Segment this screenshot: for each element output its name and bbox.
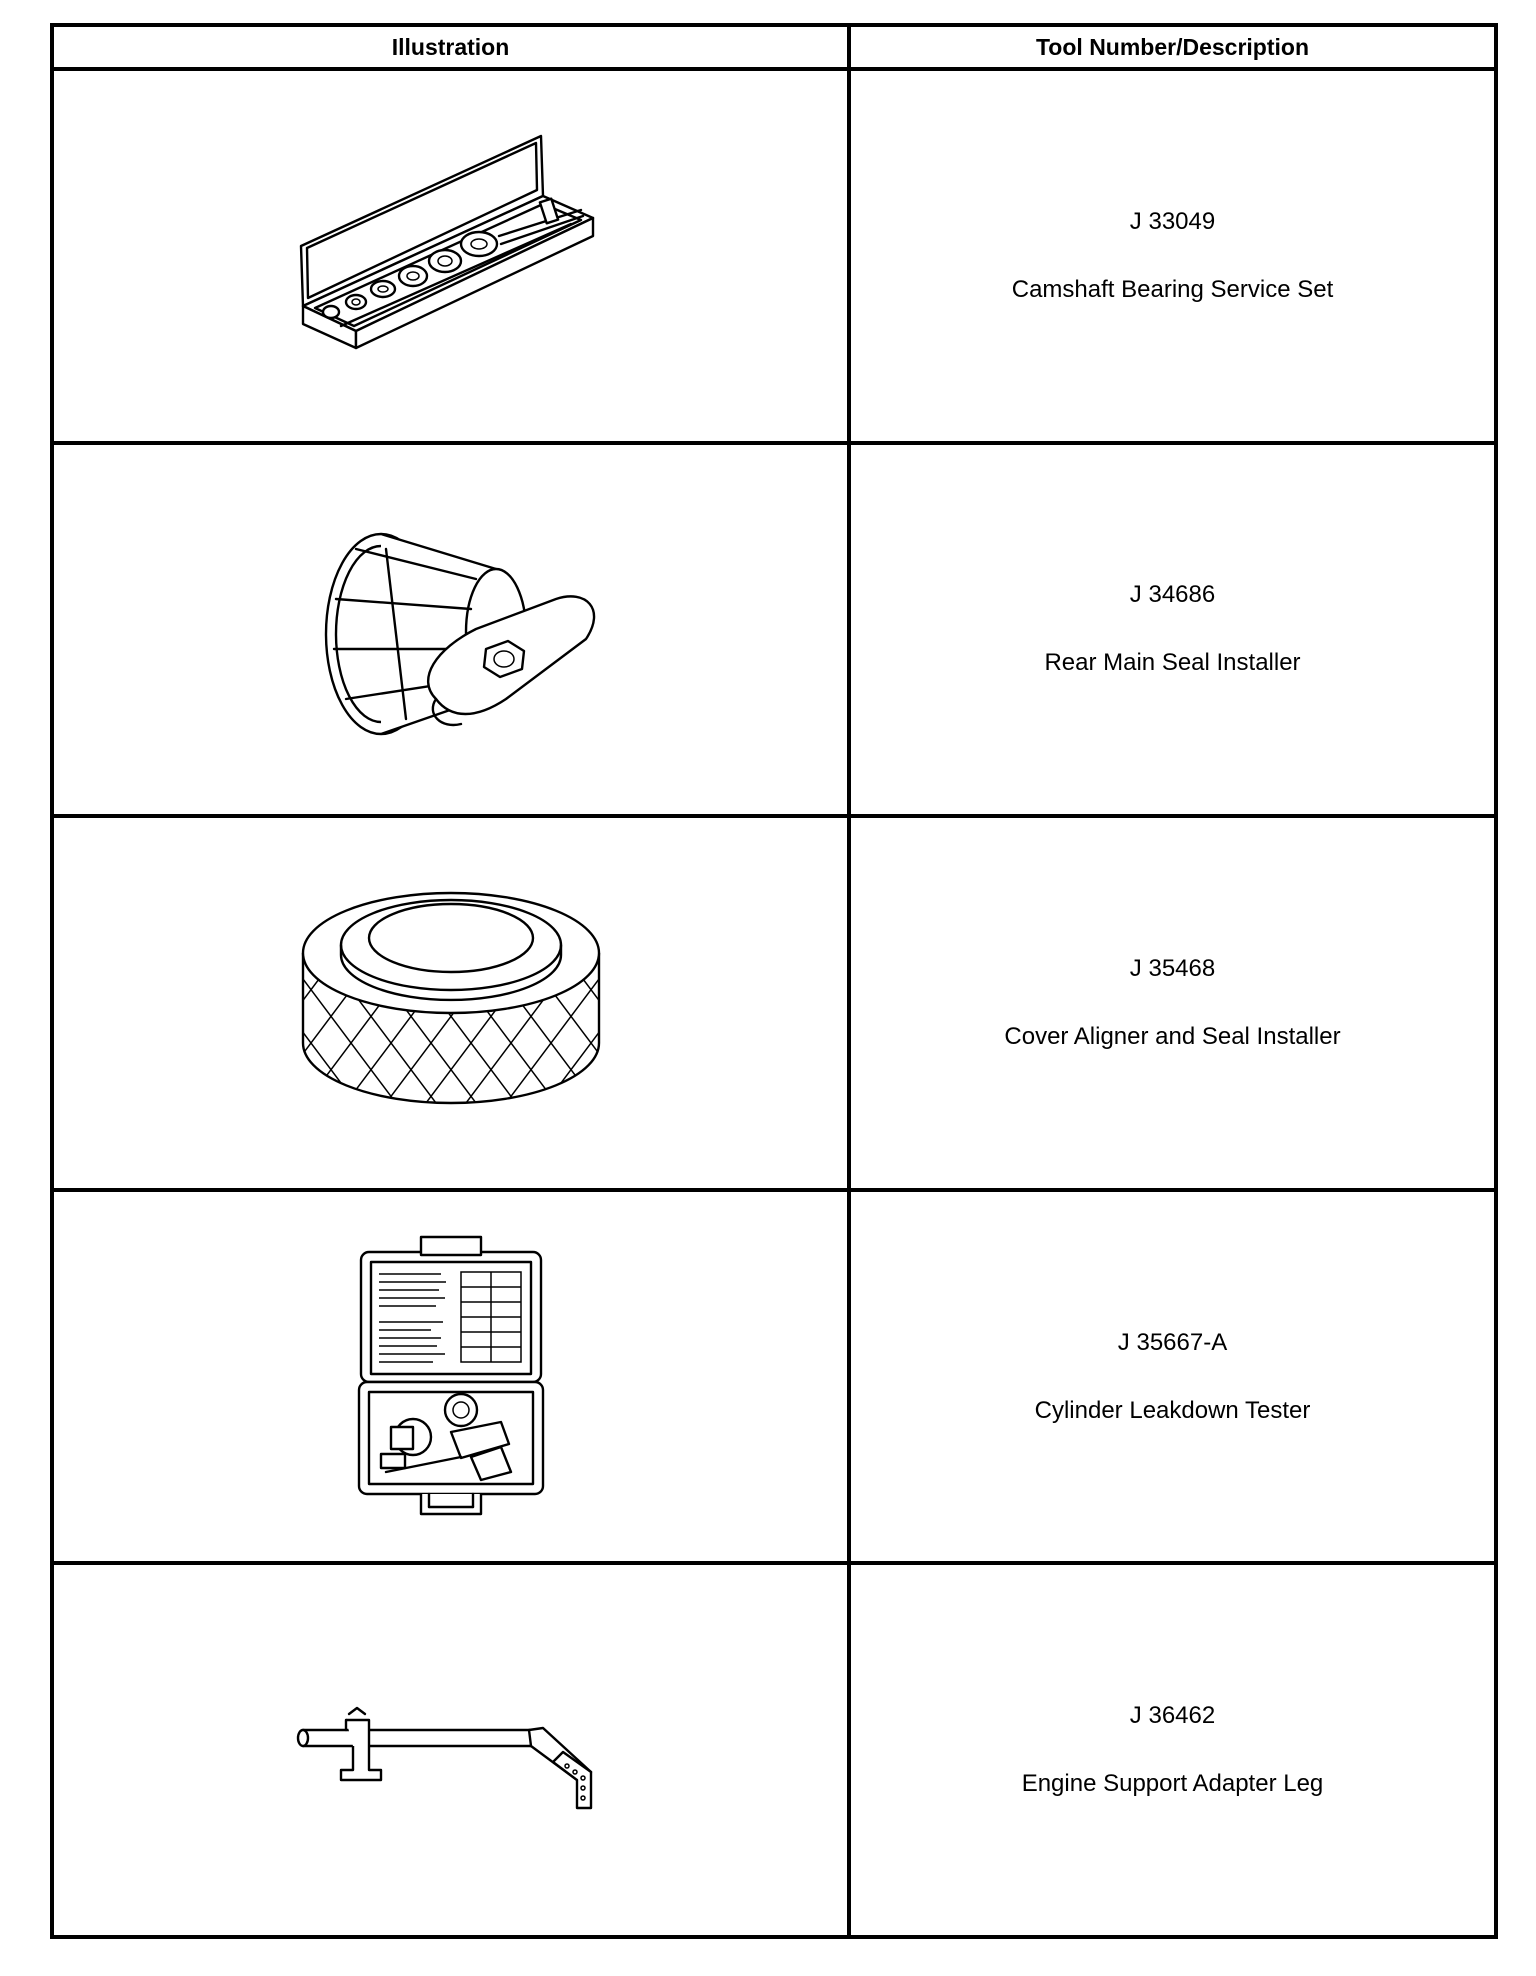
illustration-cell (54, 1565, 851, 1935)
tool-description: Cover Aligner and Seal Installer (1004, 1022, 1341, 1050)
table-header-row: Illustration Tool Number/Description (54, 27, 1494, 71)
illustration-cell (54, 1191, 851, 1562)
tool-number: J 36462 (1129, 1702, 1216, 1730)
table-row: J 34686 Rear Main Seal Installer (54, 444, 1494, 819)
tool-description: Engine Support Adapter Leg (1021, 1770, 1324, 1798)
cylinder-leakdown-tester-icon (357, 1235, 544, 1515)
camshaft-bearing-service-set-icon (299, 134, 594, 349)
tool-number: J 35667-A (1117, 1328, 1228, 1356)
engine-support-adapter-leg-icon (296, 1706, 592, 1810)
tool-number: J 33049 (1129, 207, 1216, 235)
illustration-cell (54, 71, 851, 441)
table-row: J 35667-A Cylinder Leakdown Tester (54, 1191, 1494, 1566)
table-row: J 33049 Camshaft Bearing Service Set (54, 71, 1494, 445)
table-row: J 36462 Engine Support Adapter Leg (54, 1565, 1494, 1935)
table-row: J 35468 Cover Aligner and Seal Installer (54, 818, 1494, 1192)
tool-number: J 34686 (1129, 581, 1216, 609)
tool-number: J 35468 (1129, 954, 1216, 982)
cover-aligner-seal-installer-icon (301, 891, 600, 1105)
tool-description-cell: J 35468 Cover Aligner and Seal Installer (851, 818, 1494, 1188)
tool-description-header: Tool Number/Description (1035, 33, 1310, 60)
illustration-header: Illustration (54, 27, 851, 67)
tool-description-cell: J 33049 Camshaft Bearing Service Set (851, 71, 1494, 441)
tool-description: Cylinder Leakdown Tester (1034, 1396, 1311, 1424)
illustration-cell (54, 818, 851, 1188)
tool-table: Illustration Tool Number/Description (50, 23, 1498, 1939)
tool-description-cell: J 35667-A Cylinder Leakdown Tester (851, 1192, 1494, 1562)
tool-description: Rear Main Seal Installer (1044, 649, 1301, 677)
illustration-cell (54, 444, 851, 815)
tool-description-cell: J 36462 Engine Support Adapter Leg (851, 1565, 1494, 1935)
tool-description: Camshaft Bearing Service Set (1011, 275, 1334, 303)
rear-main-seal-installer-icon (324, 533, 595, 736)
tool-description-cell: J 34686 Rear Main Seal Installer (851, 445, 1494, 815)
